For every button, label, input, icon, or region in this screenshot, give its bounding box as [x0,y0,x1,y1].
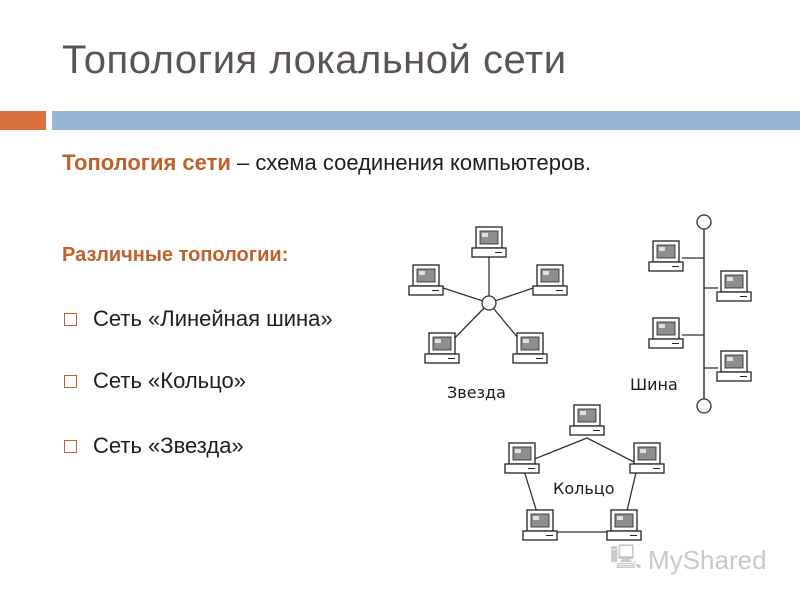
ring-computer [629,442,665,474]
bus-computer [648,317,684,349]
ring-topology: Кольцо [504,404,665,541]
bus-topology: Шина [630,214,752,414]
bus-terminator [696,398,712,414]
bus-computer [716,270,752,302]
star-computer [424,332,460,364]
topologies-subheading: Различные топологии: [62,244,289,266]
bullet-label: Сеть «Кольцо» [93,368,246,393]
ring-computer [606,509,642,541]
bullet-square-icon [64,439,77,453]
bullet-label: Сеть «Линейная шина» [93,306,333,331]
bullet-item-ring: Сеть «Кольцо» [64,368,246,394]
star-computer [512,332,548,364]
bullet-square-icon [64,312,77,326]
computer-logo-icon: 🖳 [610,544,643,571]
bus-computer [716,350,752,382]
star-computer [532,264,568,296]
ring-computer [504,442,540,474]
definition-text: Топология сети – схема соединения компью… [62,150,591,176]
bus-computer [648,240,684,272]
ring-computer [522,509,558,541]
star-topology: Звезда [408,226,568,402]
slide-title: Топология локальной сети [62,38,567,82]
bullet-label: Сеть «Звезда» [93,433,244,458]
bullet-item-bus: Сеть «Линейная шина» [64,306,333,332]
bus-label: Шина [630,375,678,394]
star-computer [408,264,444,296]
star-label: Звезда [447,383,506,402]
accent-bar-orange [0,111,46,130]
bullet-item-star: Сеть «Звезда» [64,433,244,459]
accent-bar-blue [52,111,800,130]
watermark: 🖳 MyShared [610,540,767,581]
definition-rest: – схема соединения компьютеров. [230,150,592,175]
star-hub [481,295,497,311]
watermark-text: MyShared [648,545,767,575]
bus-terminator [696,214,712,230]
bullet-square-icon [64,374,77,388]
definition-term: Топология сети [62,150,231,175]
star-computer [471,226,507,258]
ring-computer [569,404,605,436]
ring-label: Кольцо [553,479,614,498]
